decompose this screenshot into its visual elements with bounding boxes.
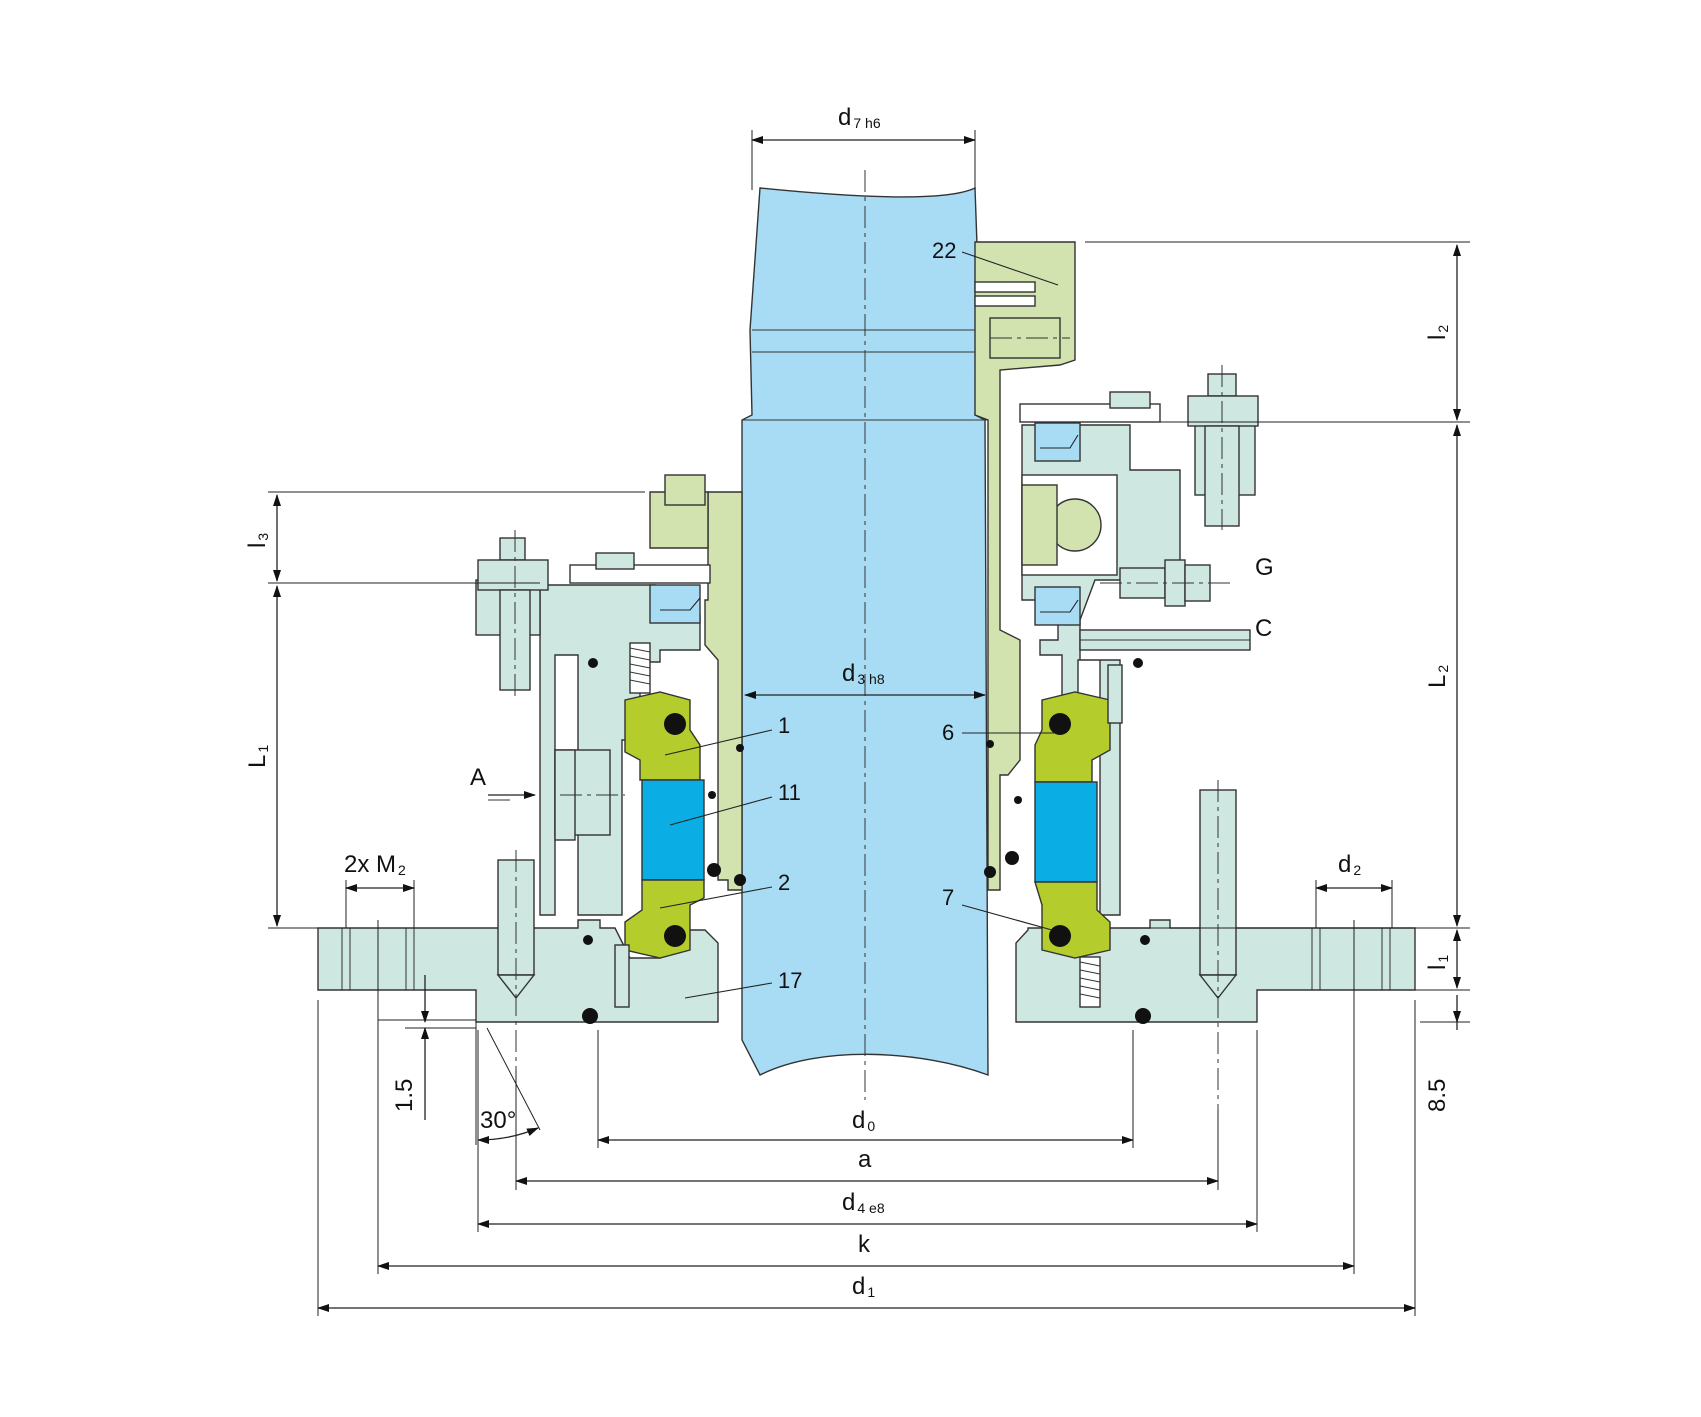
svg-text:d7 h6: d7 h6 <box>838 104 881 131</box>
dim-L1-main: L <box>244 755 271 768</box>
dim-d3-main: d <box>842 660 855 687</box>
dim-L1: L1 <box>244 585 318 929</box>
svg-text:d2: d2 <box>1338 851 1361 878</box>
left-sleeve <box>649 474 743 891</box>
dim-l2-sub: 2 <box>1435 325 1451 333</box>
svg-text:d3 h8: d3 h8 <box>842 660 885 687</box>
part-6-label: 6 <box>942 720 954 745</box>
left-top-bolt <box>477 530 549 700</box>
svg-text:l1: l1 <box>1424 955 1451 970</box>
dim-l3: l3 <box>244 491 645 584</box>
callout-22: 22 <box>932 238 1059 286</box>
connection-c-pipe <box>1079 629 1251 651</box>
dim-d4-sub: 4 e8 <box>857 1200 884 1216</box>
callout-6: 6 <box>942 720 1055 745</box>
right-top-bolt <box>1187 365 1259 530</box>
left-screw-head <box>595 552 635 570</box>
dim-d0-main: d <box>852 1107 865 1134</box>
dim-l2: l2 <box>1085 241 1470 423</box>
svg-text:2x M2: 2x M2 <box>344 851 406 878</box>
dim-d3-sub: 3 h8 <box>857 671 884 687</box>
left-plate <box>569 564 711 584</box>
port-a-block <box>554 749 625 841</box>
callout-7: 7 <box>942 885 1053 931</box>
dim-flange-step: 8.5 <box>1415 989 1470 1112</box>
dim-k: k <box>377 920 1355 1274</box>
callout-2: 2 <box>659 870 790 909</box>
dim-L2: L2 <box>1120 424 1470 929</box>
dim-a-label: a <box>858 1146 872 1173</box>
svg-text:d0: d0 <box>852 1107 875 1134</box>
connection-g-label: G <box>1255 554 1274 581</box>
right-stud <box>1198 780 1238 1110</box>
dim-d1-sub: 1 <box>867 1284 875 1300</box>
dim-d2-main: d <box>1338 851 1351 878</box>
svg-text:l2: l2 <box>1424 325 1451 340</box>
callout-1: 1 <box>664 713 790 756</box>
svg-text:L2: L2 <box>1424 665 1451 688</box>
dim-l2-main: l <box>1424 335 1451 340</box>
left-bush <box>649 584 701 624</box>
part-22-label: 22 <box>932 238 956 263</box>
callout-11: 11 <box>669 780 801 826</box>
left-seal-assembly <box>582 658 746 1024</box>
dim-L2-main: L <box>1424 675 1451 688</box>
svg-text:d4 e8: d4 e8 <box>842 1189 885 1216</box>
dim-L1-sub: 1 <box>255 745 271 753</box>
part-7-label: 7 <box>942 885 954 910</box>
dim-l1-sub: 1 <box>1435 955 1451 963</box>
part-17-label: 17 <box>778 968 802 993</box>
connection-a-label: A <box>470 764 486 791</box>
right-pin <box>1107 664 1123 724</box>
right-seal-assembly <box>984 658 1151 1024</box>
dim-m2-main: 2x M <box>344 851 396 878</box>
right-screw-head <box>1109 391 1151 409</box>
dim-chamfer-depth: 1.5 <box>391 1079 418 1112</box>
label-a: A <box>470 764 536 801</box>
dim-m2-sub: 2 <box>398 862 406 878</box>
svg-text:l3: l3 <box>244 533 271 548</box>
svg-text:L1: L1 <box>244 745 271 768</box>
right-bush-top <box>1034 422 1081 462</box>
dim-chamfer-angle: 30° <box>480 1107 516 1134</box>
callout-17: 17 <box>684 968 802 999</box>
dim-d4-main: d <box>842 1189 855 1216</box>
dim-chamfer: 1.5 30° <box>378 975 541 1145</box>
dim-d7-main: d <box>838 104 851 131</box>
dim-d0-sub: 0 <box>867 1118 875 1134</box>
dim-d1-main: d <box>852 1273 865 1300</box>
dim-l1: l1 <box>1424 929 1461 989</box>
part-11-label: 11 <box>778 780 801 805</box>
dim-l3-main: l <box>244 543 271 548</box>
dim-k-label: k <box>858 1231 871 1258</box>
svg-text:d1: d1 <box>852 1273 875 1300</box>
right-sleeve-clamp <box>974 241 1118 891</box>
left-stud <box>496 850 536 1070</box>
dim-flange-step-label: 8.5 <box>1424 1079 1451 1112</box>
dim-l3-sub: 3 <box>255 533 271 541</box>
right-bush-bottom <box>1034 586 1081 626</box>
part-1-label: 1 <box>778 713 790 738</box>
dim-L2-sub: 2 <box>1435 665 1451 673</box>
connection-g-fitting <box>1100 559 1235 607</box>
dim-d2-sub: 2 <box>1353 862 1361 878</box>
dim-l1-main: l <box>1424 965 1451 970</box>
connection-c-label: C <box>1255 615 1272 642</box>
part-2-label: 2 <box>778 870 790 895</box>
left-pin <box>614 944 630 1008</box>
dim-d7-sub: 7 h6 <box>853 115 880 131</box>
